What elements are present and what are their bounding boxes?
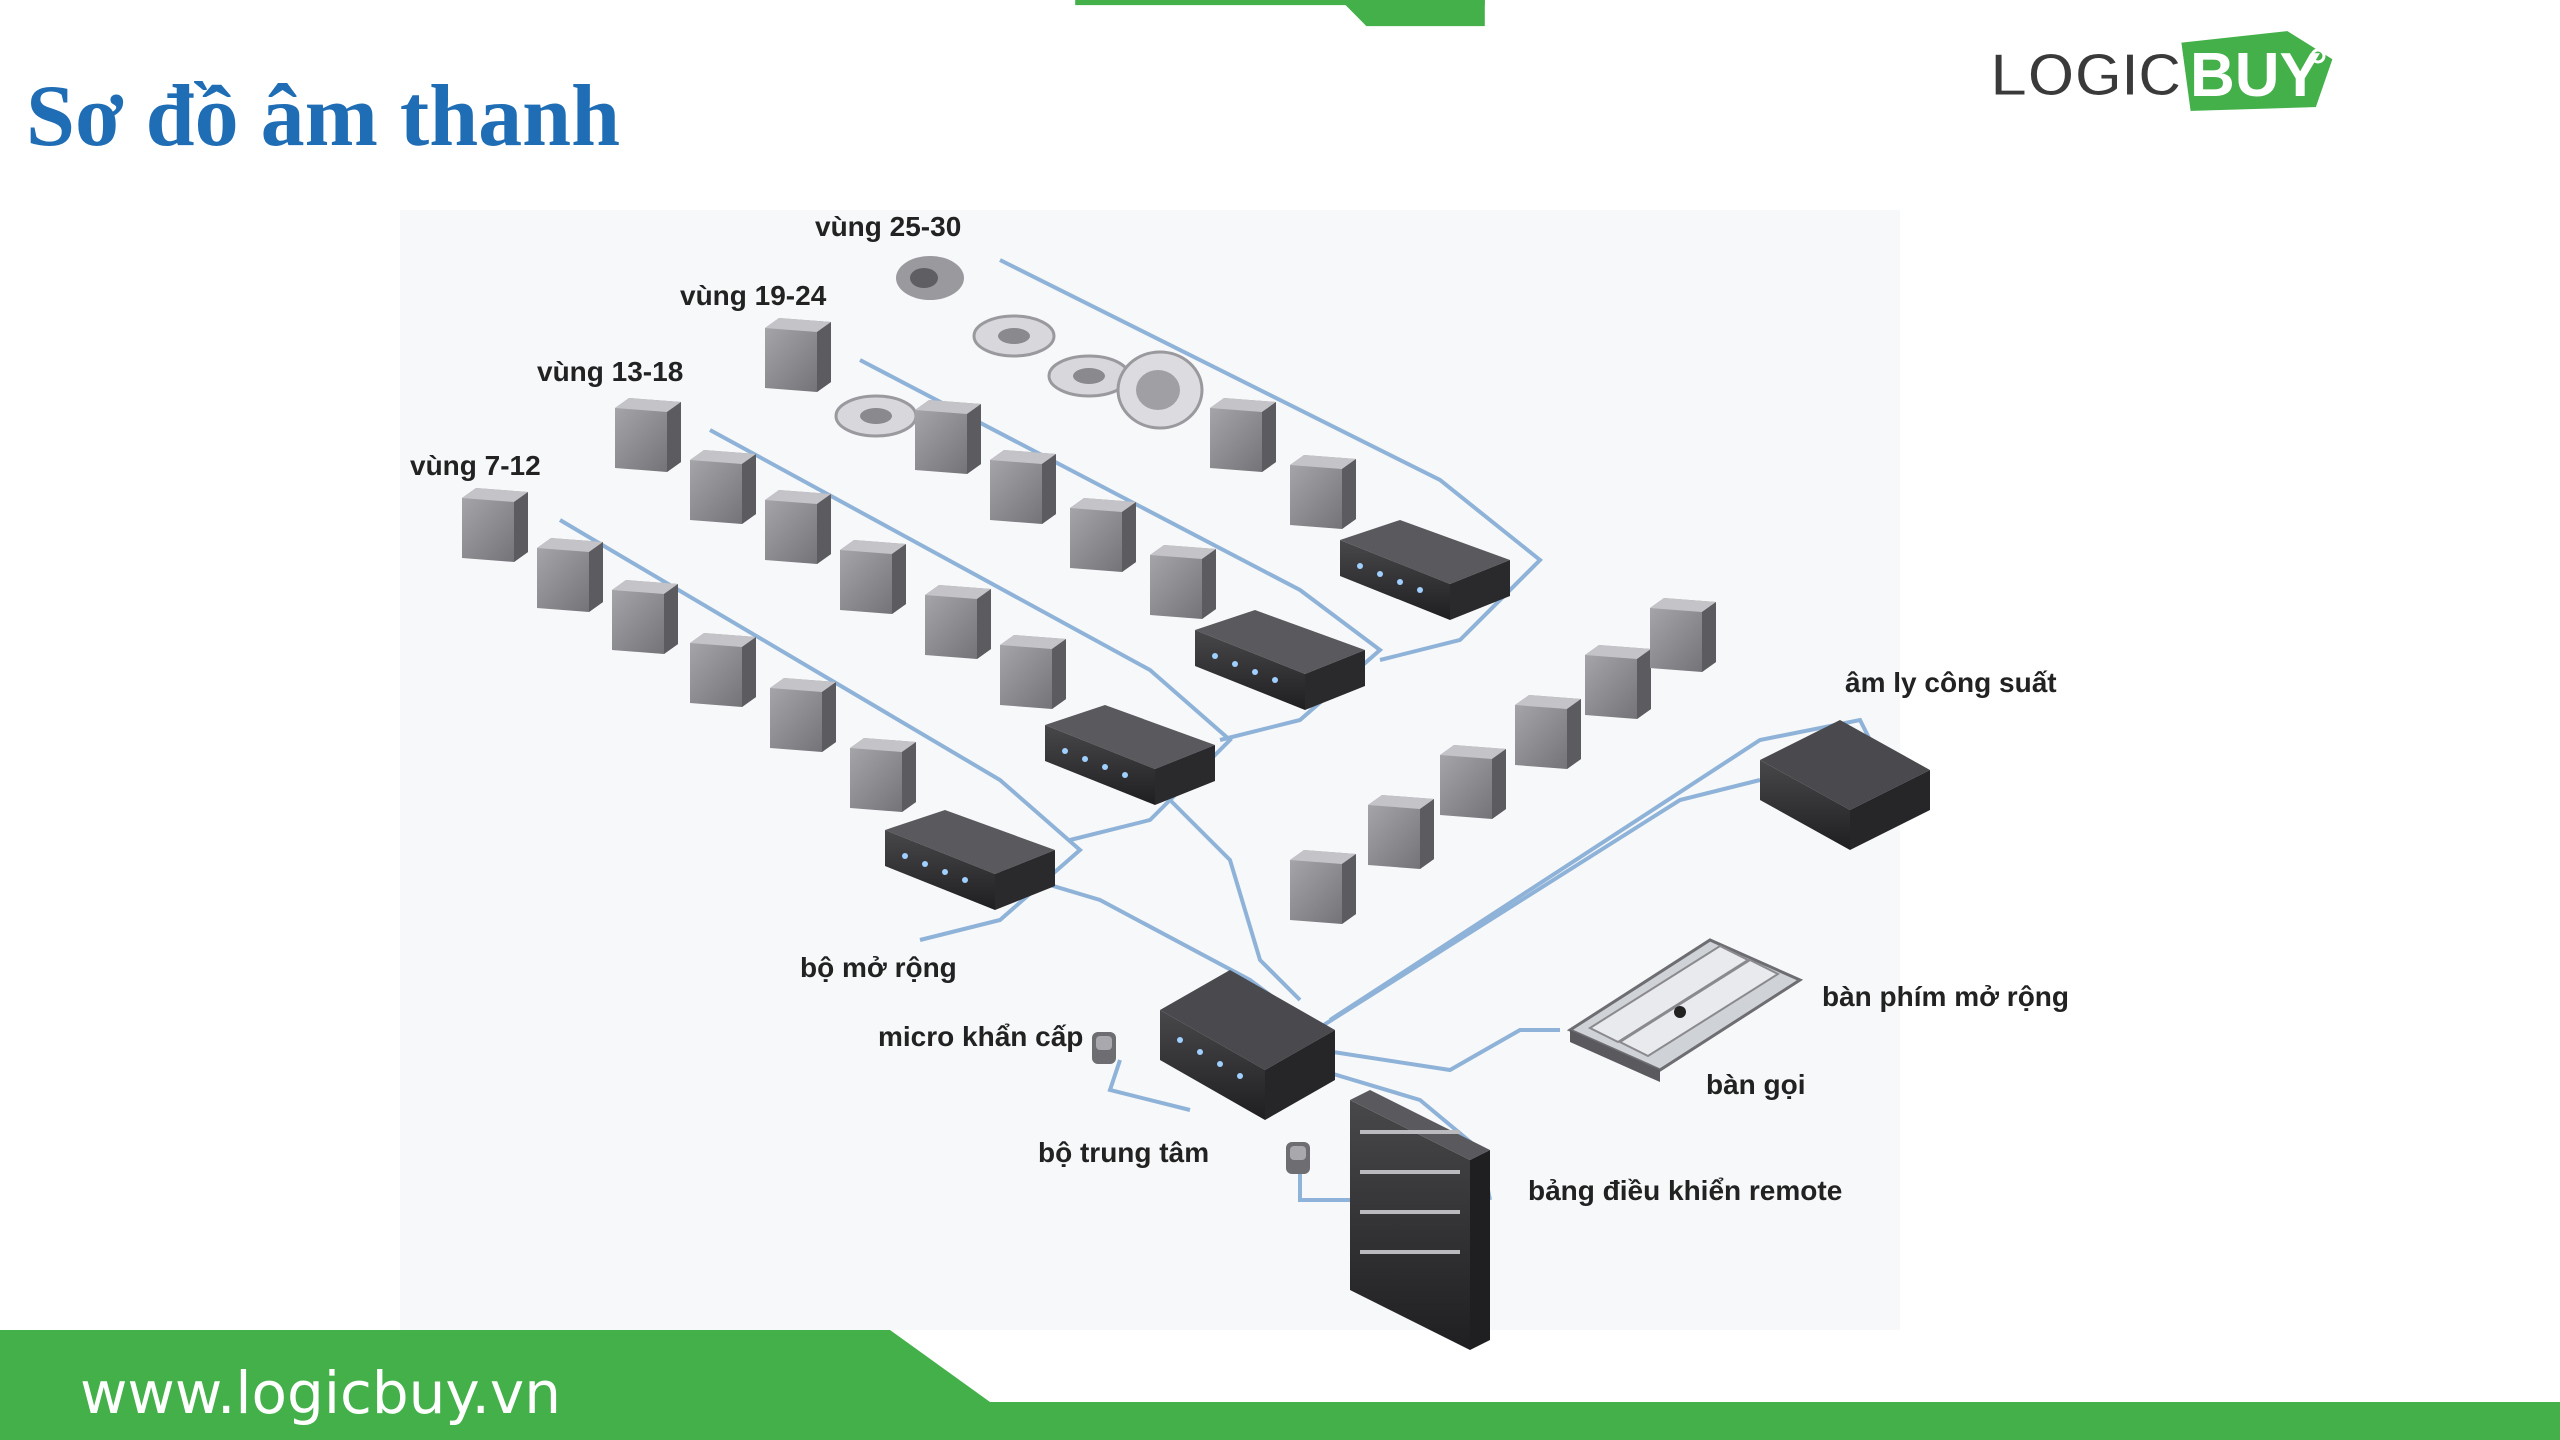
logo-band <box>1344 0 1485 27</box>
page-title: Sơ đồ âm thanh <box>26 68 621 165</box>
speaker-icon <box>915 400 981 474</box>
label-zone-7-12: vùng 7-12 <box>410 450 541 481</box>
horn-speaker-icon <box>896 256 964 300</box>
label-remote-panel: bảng điều khiển remote <box>1528 1175 1842 1206</box>
speaker-icon <box>1515 695 1581 769</box>
speaker-icon <box>1290 455 1356 529</box>
label-zone-19-24: vùng 19-24 <box>680 280 827 311</box>
emergency-mic-icon <box>1092 1032 1116 1064</box>
horn-speaker-icon <box>1116 350 1204 430</box>
website-url: www.logicbuy.vn <box>80 1359 561 1427</box>
speaker-icon <box>612 580 678 654</box>
label-zone-13-18: vùng 13-18 <box>537 356 683 387</box>
label-zone-25-30: vùng 25-30 <box>815 211 961 242</box>
speaker-icon <box>615 398 681 472</box>
label-call-station: bàn gọi <box>1706 1069 1806 1100</box>
speaker-icon <box>1585 645 1651 719</box>
logo-text-buy: BUY <box>2190 41 2321 110</box>
top-strip <box>1075 0 1485 6</box>
ceiling-speaker-icon <box>972 314 1056 358</box>
speaker-icon <box>850 738 916 812</box>
speaker-icon <box>1650 598 1716 672</box>
speaker-icon <box>1000 635 1066 709</box>
label-central-unit: bộ trung tâm <box>1038 1137 1209 1168</box>
speaker-icon <box>690 450 756 524</box>
speaker-icon <box>537 538 603 612</box>
remote-control-panel <box>1350 1090 1490 1350</box>
speaker-icon <box>690 633 756 707</box>
speaker-icon <box>1368 795 1434 869</box>
power-amplifier <box>1760 720 1930 850</box>
logo-text-logic: LOGIC <box>1988 40 2183 112</box>
speaker-icon <box>770 678 836 752</box>
speaker-icon <box>840 540 906 614</box>
speaker-icon <box>1150 545 1216 619</box>
logicbuy-logo: LOGIC BUY <box>1988 22 2350 132</box>
speaker-icon <box>990 450 1056 524</box>
central-unit <box>1160 970 1335 1120</box>
mic-icon <box>1286 1142 1310 1174</box>
call-station-keypads <box>1566 938 1804 1082</box>
top-green-bar <box>1075 0 1485 27</box>
label-expander: bộ mở rộng <box>800 952 957 983</box>
speaker-icon <box>925 585 991 659</box>
label-expansion-keypad: bàn phím mở rộng <box>1822 981 2069 1012</box>
label-amplifier: âm ly công suất <box>1845 667 2057 698</box>
speaker-icon <box>765 318 831 392</box>
speaker-icon <box>765 490 831 564</box>
logo-tag-shape <box>2175 25 2339 117</box>
speaker-icon <box>1440 745 1506 819</box>
footer-green-band <box>0 1330 2560 1440</box>
label-emergency-mic: micro khẩn cấp <box>878 1021 1083 1052</box>
zone-19-24-row <box>765 318 1365 710</box>
speaker-icon <box>462 488 528 562</box>
speaker-icon <box>1070 498 1136 572</box>
speaker-icon <box>1290 850 1356 924</box>
zone-25-30-row <box>896 256 1510 620</box>
ceiling-speaker-icon <box>834 394 918 438</box>
speaker-icon <box>1210 398 1276 472</box>
